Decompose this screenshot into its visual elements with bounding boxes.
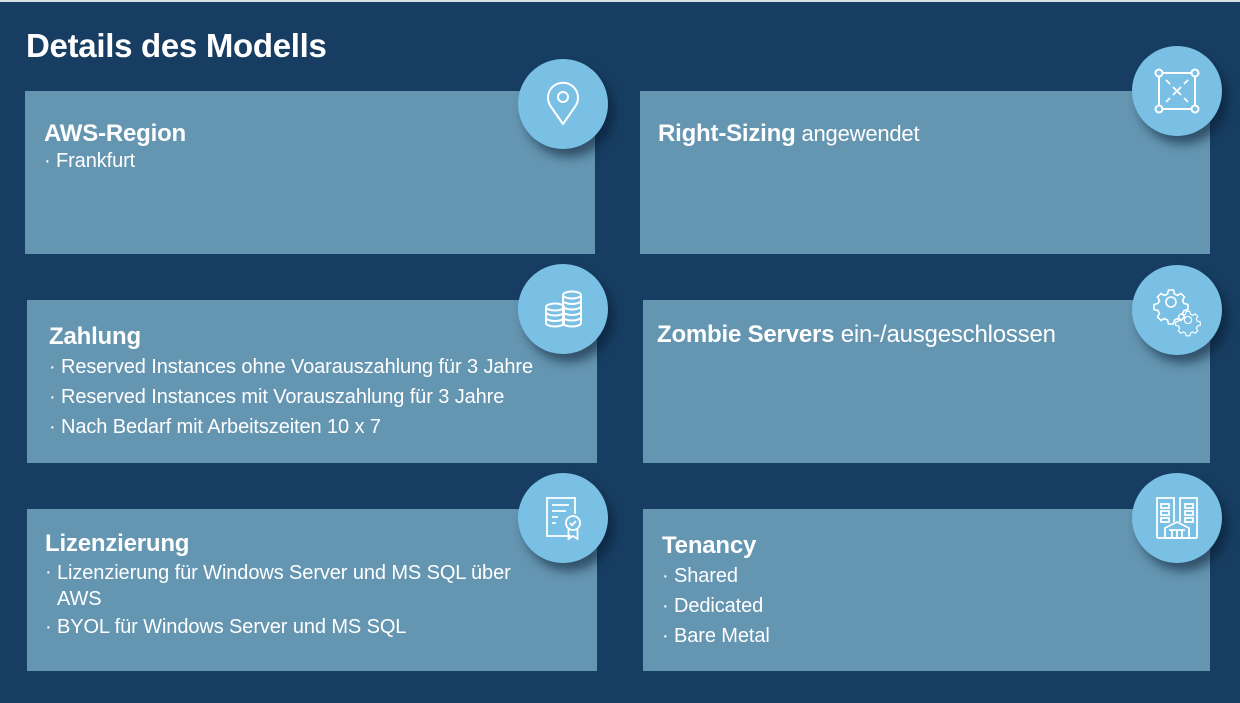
card-title: Lizenzierung [45, 529, 597, 559]
card-zahlung: Zahlung Reserved Instances ohne Voarausz… [27, 300, 597, 463]
resize-frame-icon [1154, 68, 1200, 114]
icon-circle-coins [518, 264, 608, 354]
list-item: Lizenzierung für Windows Server und MS S… [45, 559, 537, 612]
icon-circle-gears [1132, 265, 1222, 355]
card-title-text: Zombie Servers [657, 321, 835, 348]
list-item: Reserved Instances mit Vorauszahlung für… [49, 382, 597, 412]
card-title: Zombie Servers ein-/ausgeschlossen [657, 320, 1210, 350]
list-item: Dedicated [662, 591, 1210, 621]
card-title-text: Right-Sizing [658, 120, 796, 147]
card-title-text: Zahlung [49, 323, 141, 350]
card-title-suffix: ein-/ausgeschlossen [834, 321, 1056, 348]
bullet-list: Frankfurt [44, 146, 595, 176]
card-title: Right-Sizing angewendet [658, 119, 1210, 149]
icon-circle-certificate [518, 473, 608, 563]
bullet-list: Reserved Instances ohne Voarauszahlung f… [49, 352, 597, 442]
card-lizenzierung: Lizenzierung Lizenzierung für Windows Se… [27, 509, 597, 671]
bullet-list: Lizenzierung für Windows Server und MS S… [45, 559, 597, 642]
list-item: Shared [662, 561, 1210, 591]
card-title-text: Tenancy [662, 532, 757, 559]
card-title-text: AWS-Region [44, 120, 186, 147]
card-aws-region: AWS-Region Frankfurt [25, 91, 595, 254]
buildings-icon [1156, 497, 1198, 539]
icon-circle-location [518, 59, 608, 149]
list-item: Nach Bedarf mit Arbeitszeiten 10 x 7 [49, 412, 597, 442]
list-item: BYOL für Windows Server und MS SQL [45, 612, 597, 642]
list-item: Frankfurt [44, 146, 595, 176]
card-title-suffix: angewendet [795, 121, 920, 146]
gears-icon [1153, 289, 1201, 337]
location-pin-icon [547, 81, 579, 125]
list-item: Reserved Instances ohne Voarauszahlung f… [49, 352, 597, 382]
coins-stack-icon [545, 290, 582, 328]
page-title: Details des Modells [26, 27, 327, 64]
card-title-text: Lizenzierung [45, 530, 190, 557]
list-item: Bare Metal [662, 621, 1210, 651]
bullet-list: Shared Dedicated Bare Metal [662, 561, 1210, 651]
icon-circle-resize [1132, 46, 1222, 136]
card-title: AWS-Region [44, 119, 595, 149]
card-zombie-servers: Zombie Servers ein-/ausgeschlossen [643, 300, 1210, 463]
certificate-icon [546, 497, 581, 541]
top-border-line [0, 0, 1240, 2]
icon-circle-buildings [1132, 473, 1222, 563]
card-title: Tenancy [662, 531, 1210, 561]
card-title: Zahlung [49, 322, 597, 352]
card-right-sizing: Right-Sizing angewendet [640, 91, 1210, 254]
card-tenancy: Tenancy Shared Dedicated Bare Metal [643, 509, 1210, 671]
